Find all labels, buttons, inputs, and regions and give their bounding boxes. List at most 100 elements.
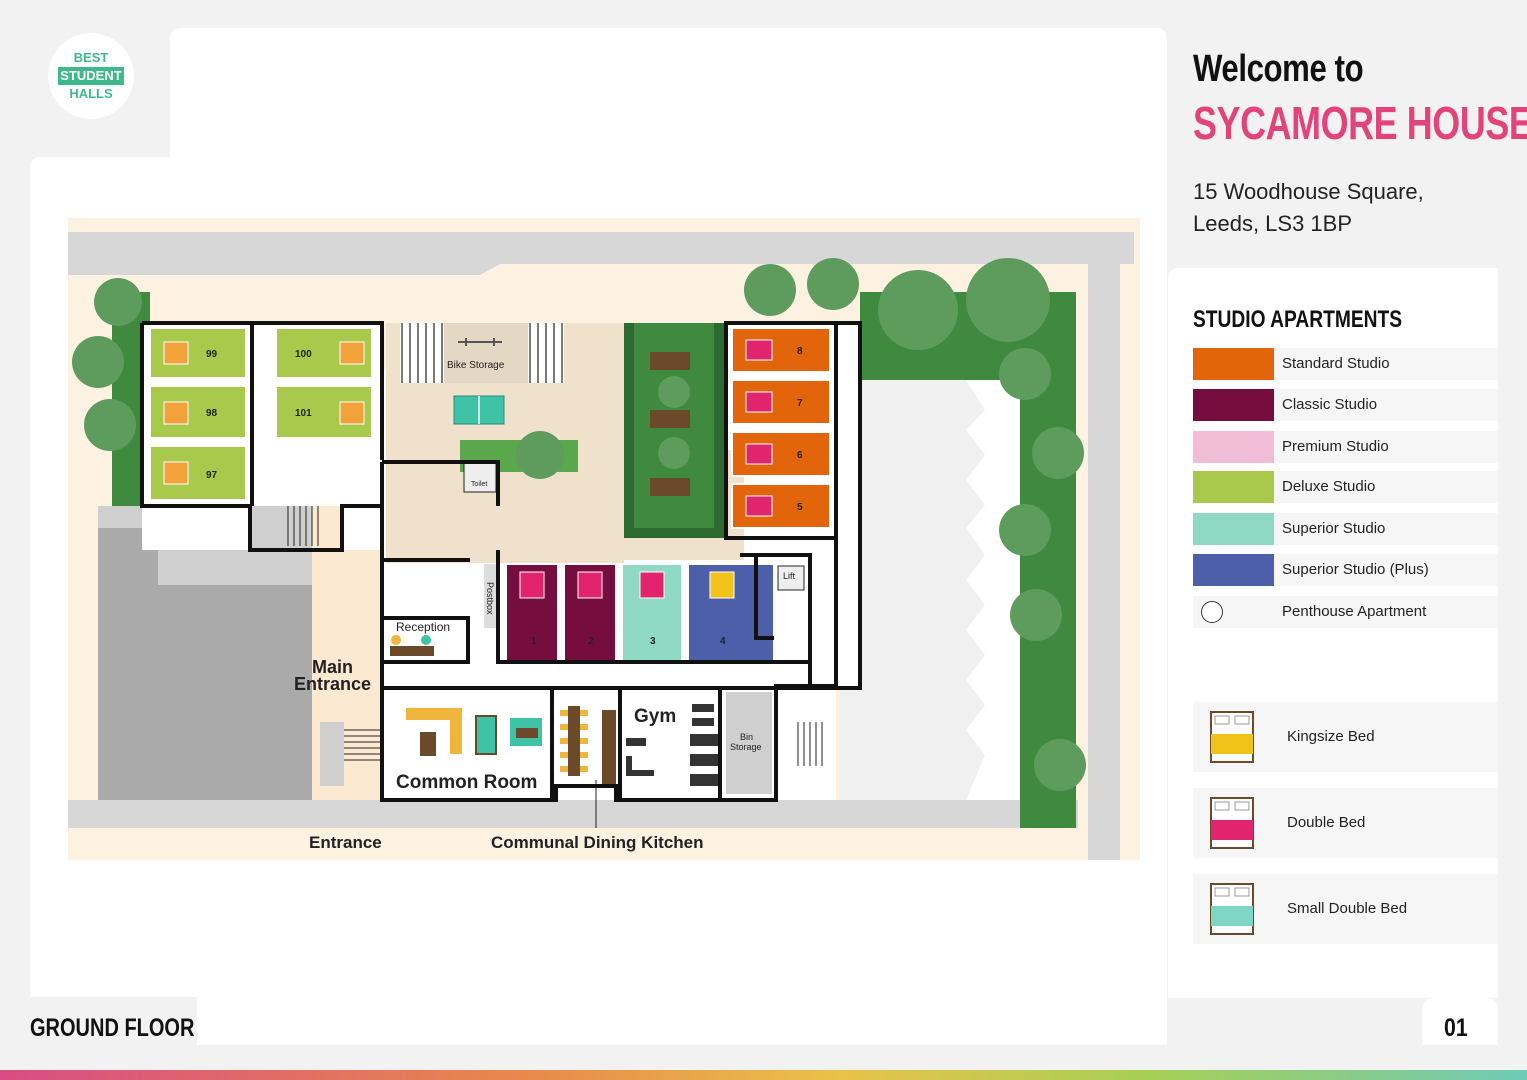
courtyard-trees (516, 376, 690, 479)
lift (777, 565, 805, 591)
room-97-label: 97 (206, 470, 218, 481)
legend-item-classic: Classic Studio (1193, 389, 1498, 421)
swatch-superior (1193, 513, 1274, 545)
room-101-label: 101 (295, 408, 312, 419)
coffee-table (420, 732, 436, 756)
map-panel-bottom (197, 990, 1167, 1045)
penthouse-circle-icon (1201, 601, 1223, 623)
room-101 (275, 385, 373, 439)
kitchen-units (602, 710, 616, 784)
page-number: 01 (1444, 1014, 1468, 1042)
bed-legend-double: Double Bed (1193, 788, 1498, 858)
sofa-3-base (516, 728, 538, 738)
legend-label: Superior Studio (1282, 520, 1386, 537)
logo-line1: BEST (73, 50, 109, 65)
reception-desk (390, 646, 434, 656)
communal-kitchen-label: Communal Dining Kitchen (491, 833, 704, 852)
room-5 (731, 483, 831, 529)
address: 15 Woodhouse Square, Leeds, LS3 1BP (1193, 176, 1424, 240)
swatch-deluxe (1193, 471, 1274, 503)
stairs (287, 506, 823, 766)
bin-storage (726, 692, 772, 794)
floor-plan-map: Bike Storage 99 100 98 101 97 8 7 6 5 1 … (68, 218, 1140, 860)
room-6-label: 6 (797, 450, 803, 461)
legend-item-standard: Standard Studio (1193, 348, 1498, 380)
sofa-2 (450, 708, 462, 754)
garden-area (112, 292, 1076, 828)
legend-item-premium: Premium Studio (1193, 431, 1498, 463)
benches (650, 352, 690, 496)
room-7-label: 7 (797, 398, 803, 409)
legend-item-superior-plus: Superior Studio (Plus) (1193, 554, 1498, 586)
bike-storage-stairs (401, 323, 563, 383)
bed-legend-small-double: Small Double Bed (1193, 874, 1498, 944)
legend-label: Deluxe Studio (1282, 478, 1376, 495)
main-entrance-steps (344, 729, 380, 761)
bed-legend-kingsize: Kingsize Bed (1193, 702, 1498, 772)
bike-storage-label: Bike Storage (447, 360, 505, 371)
bin-storage-label-1: Bin (740, 732, 753, 742)
room-100-label: 100 (295, 349, 312, 360)
logo-line2: STUDENT (58, 67, 124, 85)
top-road (68, 232, 1134, 275)
best-student-halls-logo: BEST STUDENT HALLS (48, 33, 134, 119)
sofa-1 (406, 708, 462, 720)
address-line2: Leeds, LS3 1BP (1193, 211, 1353, 236)
bed-legend-label: Small Double Bed (1287, 900, 1408, 917)
legend-label: Classic Studio (1282, 396, 1378, 413)
building-name: SYCAMORE HOUSE (1193, 97, 1527, 149)
bike-storage-box (444, 323, 528, 383)
standard-beds (745, 339, 773, 517)
swatch-superior-plus (1193, 554, 1274, 586)
page-number-panel (1422, 998, 1498, 1045)
map-panel-top (170, 28, 1167, 168)
bin-storage-label-2: Storage (730, 742, 762, 752)
gym-label: Gym (634, 706, 676, 727)
swatch-standard (1193, 348, 1274, 380)
bottom-road (68, 800, 1078, 828)
common-room-label: Common Room (396, 772, 537, 793)
legend-label: Premium Studio (1282, 438, 1389, 455)
room-8-label: 8 (797, 346, 803, 357)
reception-label: Reception (396, 620, 450, 634)
kingsize-bed-icon (1210, 711, 1254, 763)
central-beds (519, 571, 735, 599)
logo-line3: HALLS (69, 86, 113, 101)
swatch-classic (1193, 389, 1274, 421)
legend-item-deluxe: Deluxe Studio (1193, 471, 1498, 503)
legend-label: Penthouse Apartment (1282, 603, 1427, 620)
deluxe-beds (163, 341, 365, 485)
toilet-label: Toilet (471, 481, 487, 488)
right-road (1088, 264, 1120, 860)
dining-table (568, 706, 580, 776)
postbox-label: Postbox (485, 582, 495, 615)
room-2-label: 2 (588, 636, 594, 647)
room-1-label: 1 (531, 636, 537, 647)
room-4-label: 4 (720, 636, 726, 647)
legend-item-penthouse: Penthouse Apartment (1193, 596, 1498, 628)
reception-chair-2 (421, 635, 431, 645)
room-5-label: 5 (797, 502, 803, 513)
room-98-label: 98 (206, 408, 218, 419)
double-bed-icon (1210, 797, 1254, 849)
gradient-bar (0, 1070, 1527, 1080)
legend-item-superior: Superior Studio (1193, 513, 1498, 545)
small-double-bed-icon (1210, 883, 1254, 935)
address-line1: 15 Woodhouse Square, (1193, 179, 1424, 204)
bed-legend-label: Kingsize Bed (1287, 728, 1375, 745)
room-3-label: 3 (650, 636, 656, 647)
entrance-steps-pad (320, 722, 344, 786)
postbox (484, 564, 498, 628)
neighbour-building-2 (98, 585, 316, 800)
gym-equipment (626, 704, 718, 786)
main-entrance-label-2: Entrance (294, 674, 371, 694)
walls (140, 321, 862, 802)
reception-chair-1 (391, 635, 401, 645)
dining-chairs (560, 710, 588, 772)
legend-label: Superior Studio (Plus) (1282, 561, 1429, 578)
welcome-text: Welcome to (1193, 48, 1364, 90)
entrance-label: Entrance (309, 833, 382, 852)
toilet (463, 461, 497, 493)
legend-label: Standard Studio (1282, 355, 1390, 372)
swatch-premium (1193, 431, 1274, 463)
